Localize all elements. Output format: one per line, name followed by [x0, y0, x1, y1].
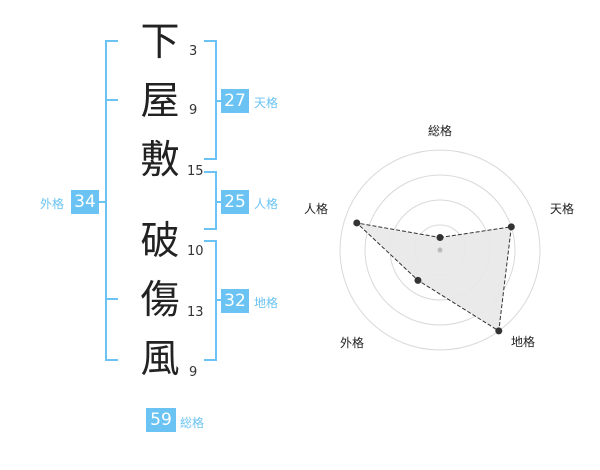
stroke-count-4: 10: [187, 244, 204, 259]
soukaku-value: 59: [146, 408, 176, 432]
stroke-count-2: 9: [189, 103, 198, 118]
radar-center-point: [437, 247, 443, 253]
radar-ring: [364, 174, 516, 326]
name-char-6: 風: [140, 337, 180, 382]
name-char-5: 傷: [140, 278, 180, 323]
gaikaku-label: 外格: [40, 197, 65, 211]
jinkaku-value: 25: [221, 190, 249, 214]
radar-score-polygon: [355, 222, 512, 332]
tenkaku-label: 天格: [254, 96, 279, 110]
radar-label-gaikaku: 外格: [340, 336, 365, 350]
radar-ring: [339, 149, 541, 351]
stroke-count-3: 15: [187, 164, 204, 179]
radar-points: [353, 219, 515, 335]
gaikaku-value: 34: [71, 190, 99, 214]
radar-label-jinkaku: 人格: [304, 202, 329, 216]
radar-shape: [355, 222, 512, 332]
chikaku-label: 地格: [254, 296, 279, 310]
name-char-1: 下: [140, 20, 180, 65]
radar-point-gaikaku: [414, 276, 422, 284]
radar-label-soukaku: 総格: [428, 124, 453, 138]
soukaku-label: 総格: [180, 416, 205, 430]
name-char-4: 破: [140, 219, 180, 264]
radar-label-tenkaku: 天格: [550, 202, 575, 216]
stroke-count-5: 13: [187, 305, 204, 320]
radar-point-tenkaku: [507, 223, 515, 231]
name-char-3: 敷: [140, 138, 180, 183]
chikaku-value: 32: [221, 289, 249, 313]
gaikaku-bracket: [105, 40, 118, 361]
jinkaku-label: 人格: [254, 197, 279, 211]
radar-point-soukaku: [436, 234, 444, 241]
stroke-count-6: 9: [189, 365, 198, 380]
jinkaku-bracket: [204, 171, 217, 230]
stroke-count-1: 3: [189, 44, 198, 59]
radar-point-chikaku: [495, 327, 503, 335]
radar-label-chikaku: 地格: [511, 335, 536, 349]
radar-point-jinkaku: [353, 219, 361, 227]
tenkaku-value: 27: [221, 89, 249, 113]
name-char-2: 屋: [140, 79, 180, 124]
